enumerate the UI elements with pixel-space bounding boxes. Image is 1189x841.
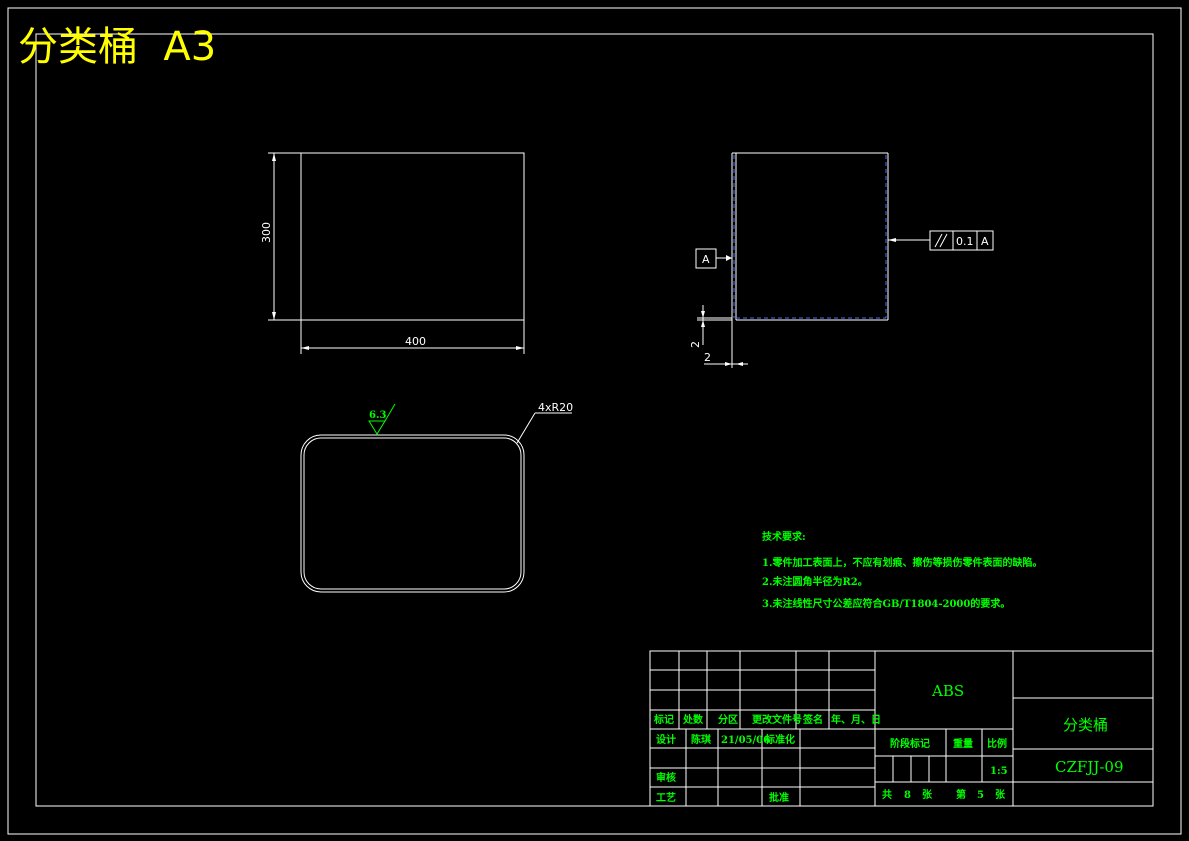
sheet-prefix: 第 bbox=[956, 788, 966, 801]
sheets-total: 8 bbox=[904, 790, 911, 801]
side-dim-horizontal: 2 bbox=[704, 351, 711, 364]
top-view: 6.3 4xR20 bbox=[300, 401, 573, 593]
tolerance-datum: A bbox=[981, 235, 989, 248]
sheet-number: 5 bbox=[977, 790, 984, 801]
weight-label: 重量 bbox=[953, 737, 973, 750]
front-view-outline bbox=[300, 152, 525, 321]
design-label: 设计 bbox=[656, 733, 676, 746]
technical-requirements: 技术要求: 1.零件加工表面上，不应有划痕、擦伤等损伤零件表面的缺陷。 2.未注… bbox=[762, 530, 1042, 610]
drawing-number: CZFJJ-09 bbox=[1055, 758, 1124, 776]
side-view: A 0.1 A 2 2 bbox=[689, 152, 994, 368]
roughness-symbol bbox=[368, 420, 386, 435]
designer-name: 陈琪 bbox=[691, 733, 711, 746]
title-block: 标记 处数 分区 更改文件号 签名 年、月、日 设计 陈琪 21/05/06 标… bbox=[649, 650, 1154, 807]
datum-label: A bbox=[702, 253, 710, 266]
tech-req-heading: 技术要求: bbox=[762, 530, 806, 543]
material: ABS bbox=[931, 682, 964, 700]
inner-frame bbox=[35, 33, 1154, 807]
drawing-title: 分类桶 A3 bbox=[18, 24, 216, 70]
tb-header: 年、月、日 bbox=[831, 713, 881, 726]
tolerance-value: 0.1 bbox=[956, 235, 974, 248]
sheet-suffix: 张 bbox=[995, 788, 1006, 801]
tb-header: 更改文件号 bbox=[752, 713, 802, 726]
radius-note: 4xR20 bbox=[538, 401, 573, 414]
tech-req-item: 1.零件加工表面上，不应有划痕、擦伤等损伤零件表面的缺陷。 bbox=[762, 556, 1042, 569]
tech-req-item: 3.未注线性尺寸公差应符合GB/T1804-2000的要求。 bbox=[762, 597, 1010, 610]
design-date: 21/05/06 bbox=[721, 735, 770, 746]
scale-label: 比例 bbox=[987, 737, 1007, 750]
tb-header: 处数 bbox=[682, 713, 704, 726]
tb-header: 签名 bbox=[802, 713, 823, 726]
top-view-outline bbox=[300, 434, 525, 593]
tb-header: 标记 bbox=[653, 713, 674, 726]
front-view: 300 400 bbox=[260, 152, 525, 354]
approve-label: 批准 bbox=[769, 791, 789, 804]
review-label: 审核 bbox=[656, 771, 676, 784]
width-dimension: 400 bbox=[405, 335, 426, 348]
tech-req-item: 2.未注圆角半径为R2。 bbox=[762, 575, 868, 588]
side-dim-vertical: 2 bbox=[689, 341, 702, 348]
outer-frame bbox=[7, 7, 1182, 835]
height-dimension: 300 bbox=[260, 222, 273, 243]
tolerance-frame bbox=[929, 230, 994, 251]
sheets-unit: 张 bbox=[922, 788, 933, 801]
roughness-value: 6.3 bbox=[369, 410, 386, 421]
tb-header: 分区 bbox=[718, 713, 738, 726]
process-label: 工艺 bbox=[656, 791, 676, 804]
stage-label: 阶段标记 bbox=[890, 737, 930, 750]
part-name: 分类桶 bbox=[1063, 716, 1108, 734]
sheets-total-prefix: 共 bbox=[882, 788, 892, 801]
standardize-label: 标准化 bbox=[764, 733, 795, 746]
scale-value: 1:5 bbox=[990, 766, 1008, 777]
